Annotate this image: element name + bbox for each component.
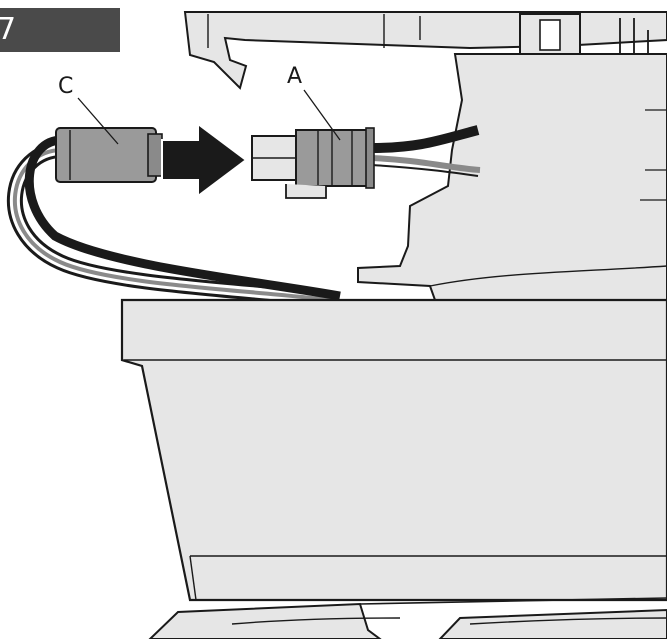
callout-label-a: A [287,64,303,89]
blade-arms [148,597,667,639]
motor-hub [357,53,667,301]
step-number-badge: 7 [0,8,120,52]
callout-c-leader [77,97,119,145]
callout-label-c: C [58,74,74,99]
connector-c [55,127,163,183]
callout-a-leader [303,89,341,141]
hub-wires [371,125,481,177]
wire-bundle [6,135,341,308]
switch-housing [120,298,667,602]
connector-a [251,127,375,199]
right-arrow-icon [161,122,248,198]
